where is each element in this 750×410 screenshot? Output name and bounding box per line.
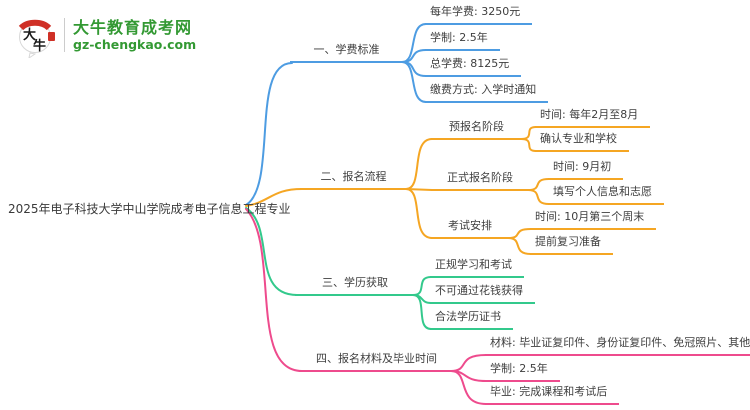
leaf-payment-method: 缴费方式: 入学时通知	[425, 83, 549, 103]
sub-formal-registration: 正式报名阶段	[431, 171, 529, 191]
leaf-exam-time: 时间: 10月第三个周末	[530, 210, 657, 230]
logo-title: 大牛教育成考网	[73, 18, 193, 37]
leaf-fill-info: 填写个人信息和志愿	[548, 185, 664, 205]
leaf-annual-tuition: 每年学费: 3250元	[425, 5, 533, 25]
leaf-formal-study-exam: 正规学习和考试	[430, 258, 524, 278]
branch-materials-graduation: 四、报名材料及毕业时间	[300, 352, 453, 372]
branch-tuition-standard: 一、学费标准	[290, 43, 403, 63]
leaf-not-purchasable: 不可通过花钱获得	[430, 284, 535, 304]
svg-text:牛: 牛	[33, 38, 46, 54]
leaf-total-tuition: 总学费: 8125元	[425, 57, 522, 77]
branch-diploma-acquisition: 三、学历获取	[295, 276, 415, 296]
logo-domain: gz-chengkao.com	[73, 37, 197, 52]
leaf-legal-certificate: 合法学历证书	[430, 310, 513, 330]
site-logo: 大 牛 大牛教育成考网 gz-chengkao.com	[14, 12, 196, 58]
sub-pre-registration: 预报名阶段	[431, 120, 522, 140]
leaf-study-length: 学制: 2.5年	[425, 31, 500, 51]
leaf-pre-reg-time: 时间: 每年2月至8月	[535, 108, 651, 128]
leaf-graduation-condition: 毕业: 完成课程和考试后	[485, 385, 620, 405]
branch-registration-process: 二、报名流程	[300, 170, 407, 190]
sub-exam-schedule: 考试安排	[431, 219, 509, 239]
leaf-materials-list: 材料: 毕业证复印件、身份证复印件、免冠照片、其他材料	[485, 336, 750, 356]
root-node: 2025年电子科技大学中山学院成考电子信息工程专业	[8, 202, 291, 216]
leaf-prepare-review: 提前复习准备	[530, 235, 613, 255]
svg-text:大: 大	[23, 27, 36, 43]
logo-divider	[64, 18, 65, 52]
leaf-formal-reg-time: 时间: 9月初	[548, 160, 624, 180]
leaf-confirm-school: 确认专业和学校	[535, 132, 629, 152]
bull-logo-icon: 大 牛	[18, 19, 55, 58]
leaf-study-length-2: 学制: 2.5年	[485, 362, 560, 382]
